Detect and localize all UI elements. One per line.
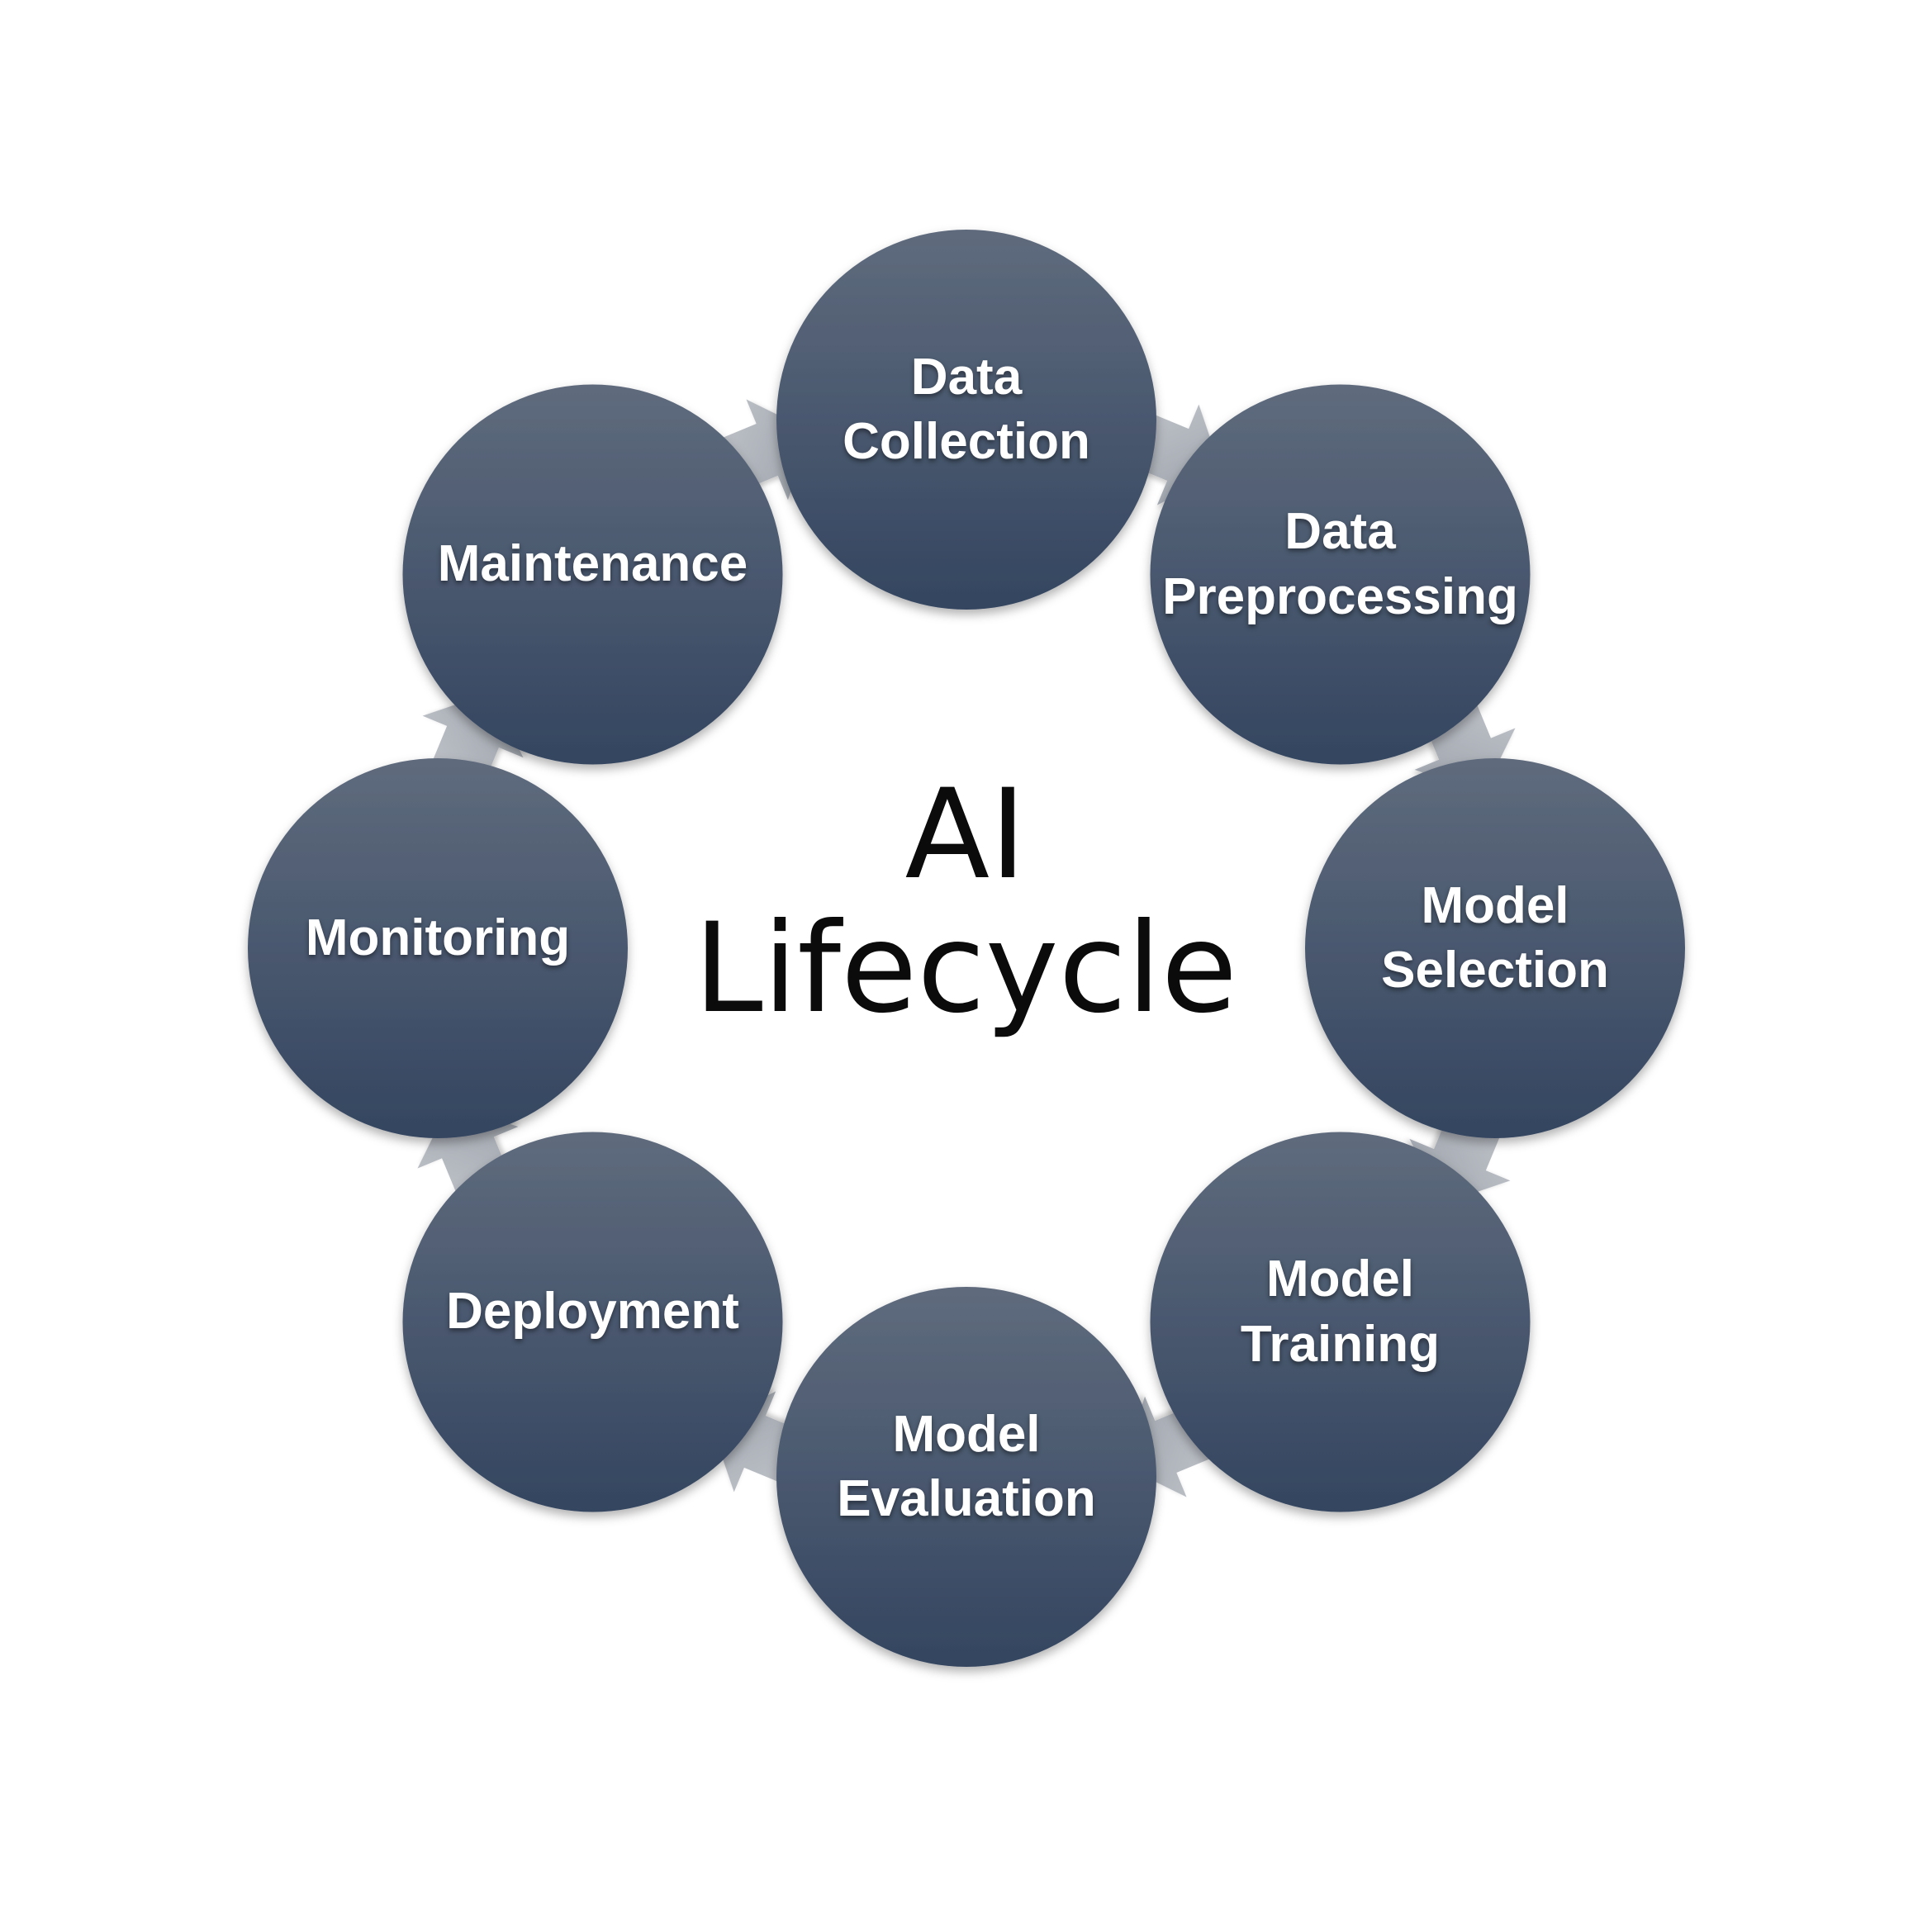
stage-node-model-selection (1305, 758, 1685, 1138)
stage-node-maintenance (402, 384, 783, 765)
stage-node-data-preprocessing (1150, 384, 1531, 765)
stage-node-deployment (402, 1132, 783, 1512)
stage-node-model-training (1150, 1132, 1531, 1512)
stage-node-data-collection (776, 230, 1156, 610)
node-layer (248, 230, 1685, 1667)
center-title-line-1: AI (904, 763, 1027, 907)
stage-node-model-evaluation (776, 1287, 1156, 1667)
center-title: AI Lifecycle (676, 768, 1255, 1036)
stage-node-monitoring (248, 758, 628, 1138)
center-title-line-2: Lifecycle (693, 897, 1237, 1041)
